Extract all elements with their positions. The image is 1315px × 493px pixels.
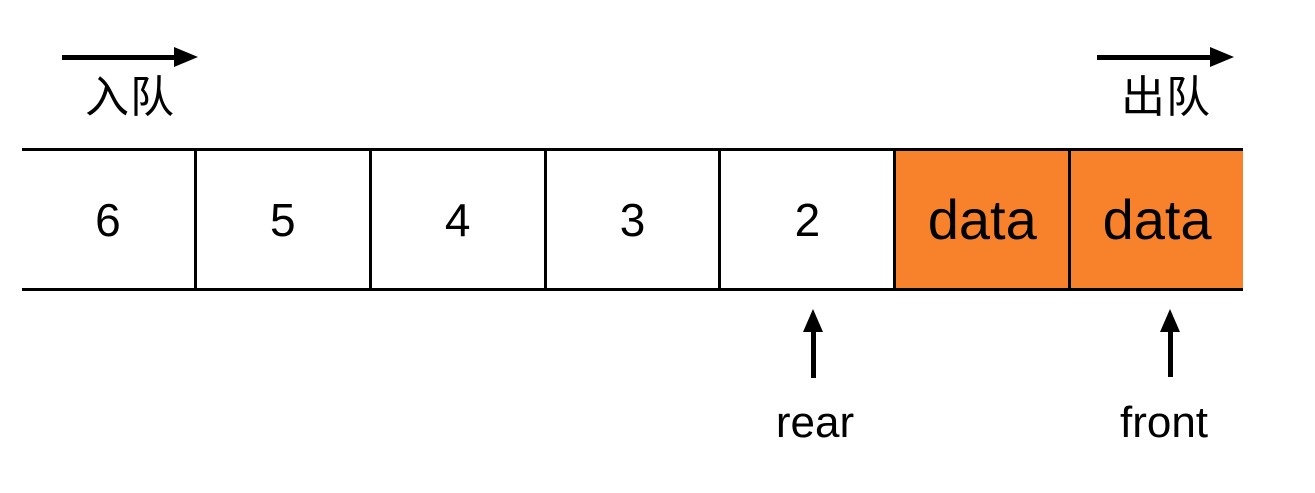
cell-value: 5 — [269, 193, 296, 246]
arrow-shaft — [1168, 328, 1173, 377]
rear-pointer-arrow-icon — [803, 309, 824, 378]
cell-value: 6 — [95, 193, 121, 246]
queue-cell: 5 — [197, 151, 372, 288]
arrow-head — [1160, 309, 1180, 332]
arrow-head — [174, 47, 198, 67]
queue-row: 6 5 4 3 2 data data — [22, 148, 1244, 291]
queue-cell-data: data — [896, 151, 1072, 288]
queue-cell: 6 — [22, 151, 197, 288]
rear-label: rear — [775, 398, 855, 447]
arrow-shaft — [1097, 55, 1212, 60]
cell-value: 4 — [444, 193, 471, 246]
enqueue-label: 入队 — [85, 73, 175, 122]
arrow-head — [803, 309, 823, 332]
cell-value: 3 — [619, 193, 646, 246]
queue-cell: 2 — [721, 151, 897, 288]
arrow-shaft — [62, 55, 176, 60]
arrow-shaft — [811, 328, 816, 378]
front-label: front — [1119, 398, 1209, 447]
enqueue-direction-arrow-icon — [62, 47, 198, 67]
dequeue-label: 出队 — [1121, 73, 1211, 122]
queue-cell: 3 — [547, 151, 722, 288]
queue-cell: 4 — [372, 151, 547, 288]
dequeue-direction-arrow-icon — [1097, 47, 1234, 67]
queue-cell-data: data — [1071, 151, 1244, 288]
arrow-head — [1210, 47, 1234, 67]
cell-value: data — [927, 188, 1037, 251]
cell-value: 2 — [794, 193, 821, 246]
front-pointer-arrow-icon — [1160, 309, 1181, 377]
cell-value: data — [1102, 188, 1212, 251]
